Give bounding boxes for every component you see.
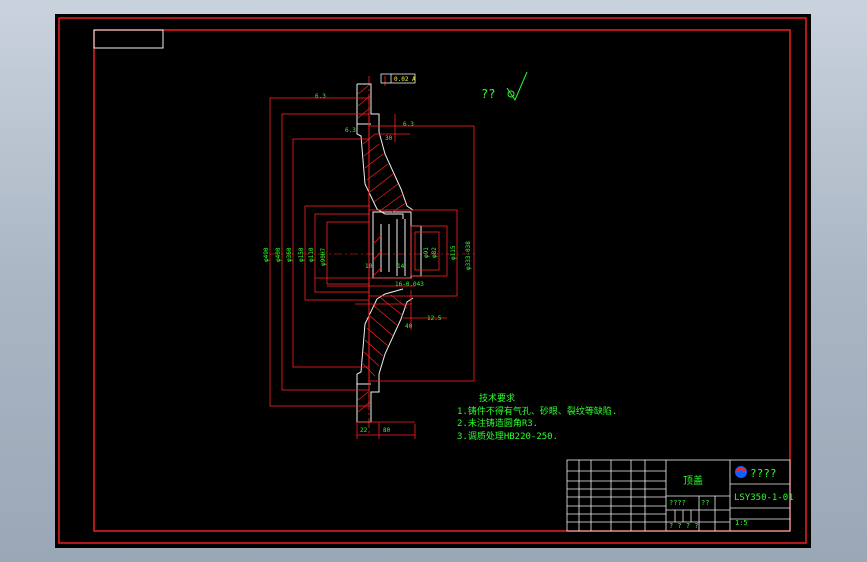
dim-d6: φ90H7 <box>320 248 327 266</box>
title-block <box>566 459 791 532</box>
dim-d1: φ490 <box>263 247 270 262</box>
technical-notes: 技术要求 1.铸件不得有气孔、砂眼、裂纹等缺陷. 2.未注铸造圆角R3. 3.调… <box>457 392 617 442</box>
tolerance-value: 0.02 A <box>394 76 416 83</box>
cad-viewport[interactable]: φ490 φ400 φ360 φ150 φ110 φ90H7 φ91 φ82 φ… <box>55 14 811 548</box>
dim-small-2: 10 <box>365 263 373 270</box>
dim-d8: φ82 <box>431 247 438 258</box>
dim-d9: φ115 <box>450 245 457 260</box>
dim-bottom-2: 80 <box>383 427 391 434</box>
dim-d2: φ400 <box>275 247 282 262</box>
tolerance-frame: 0.02 A <box>380 73 416 84</box>
material-label: ???? <box>669 499 686 507</box>
roughness-v2: 6.3 <box>345 127 356 134</box>
notes-title: 技术要求 <box>479 392 515 404</box>
dim-d10: φ333-038 <box>465 241 472 270</box>
company-name: ???? <box>750 467 777 480</box>
note-1: 1.铸件不得有气孔、砂眼、裂纹等缺陷. <box>457 405 617 417</box>
weight-label: ?? <box>701 499 709 507</box>
dim-keyway: 16-0.043 <box>395 281 424 288</box>
dim-small-3: 40 <box>405 323 413 330</box>
roughness-v3: 6.3 <box>403 121 414 128</box>
drawing-frame <box>93 29 791 532</box>
dim-bottom-1: 22 <box>360 427 368 434</box>
note-2: 2.未注铸造圆角R3. <box>457 417 538 429</box>
dim-d7: φ91 <box>423 247 430 258</box>
note-3: 3.调质处理HB220-250. <box>457 430 558 442</box>
sheet-border <box>58 17 807 544</box>
part-name: 顶盖 <box>683 474 703 487</box>
dimension-lines <box>269 76 475 439</box>
roughness-label: ?? <box>481 87 495 101</box>
dim-d4: φ150 <box>298 247 305 262</box>
title-block-texts: 顶盖 ???? LSY350-1-01 ???? ?? ? ? ? ? 1:5 <box>669 467 794 530</box>
company-logo <box>735 466 747 478</box>
dim-small-1: 30 <box>385 135 393 142</box>
dim-d5: φ110 <box>308 247 315 262</box>
sheet-label: ? ? ? ? <box>669 522 699 530</box>
dim-small-4: 14 <box>397 263 405 270</box>
drawing-number: LSY350-1-01 <box>734 493 794 503</box>
top-left-code-box <box>93 29 164 49</box>
roughness-v1: 6.3 <box>315 93 326 100</box>
roughness-v4: 12.5 <box>427 315 442 322</box>
scale-label: 1:5 <box>735 519 748 527</box>
roughness-symbol: ?? <box>481 71 528 102</box>
drawing-canvas: φ490 φ400 φ360 φ150 φ110 φ90H7 φ91 φ82 φ… <box>58 17 807 544</box>
dimension-texts: φ490 φ400 φ360 φ150 φ110 φ90H7 φ91 φ82 φ… <box>263 93 472 434</box>
dim-d3: φ360 <box>286 247 293 262</box>
section-hatching <box>357 85 408 413</box>
